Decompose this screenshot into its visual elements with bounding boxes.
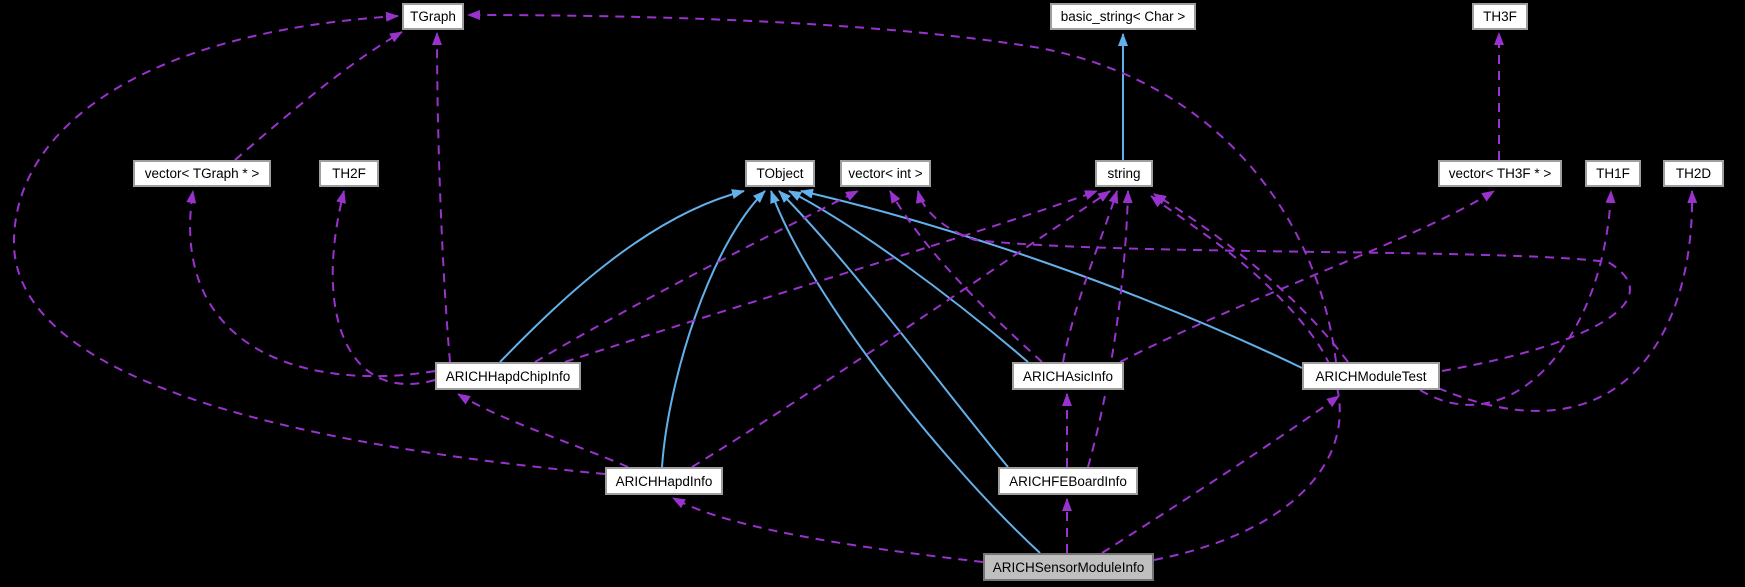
node-hapd[interactable]: ARICHHapdInfo <box>605 467 723 495</box>
node-vector_int[interactable]: vector< int > <box>840 160 931 187</box>
node-hapd_chip[interactable]: ARICHHapdChipInfo <box>435 362 581 390</box>
edge-hapd-hapd_chip <box>457 393 629 468</box>
edge-module_test-tgraph <box>467 10 1337 363</box>
edge-sensor-tobject <box>770 190 1041 554</box>
edge-feboard-tobject <box>778 190 1009 468</box>
edge-hapd-tobject <box>661 190 766 468</box>
edge-vector_tgraph-tgraph <box>234 31 403 161</box>
edge-asic-string <box>1062 190 1119 363</box>
edge-hapd_chip-string <box>564 190 1098 363</box>
edge-hapd_chip-th2f <box>331 190 436 386</box>
edge-module_test-tobject <box>800 188 1303 369</box>
node-asic[interactable]: ARICHAsicInfo <box>1012 362 1124 390</box>
edge-module_test-th2d <box>1437 190 1698 412</box>
edge-module_test-vector_int <box>915 190 1631 372</box>
edge-asic-vector_th3f <box>1119 190 1495 363</box>
edge-feboard-string <box>1087 190 1133 468</box>
node-string[interactable]: string <box>1095 160 1153 187</box>
edge-module_test-th1f <box>1419 190 1616 406</box>
edge-hapd-tgraph <box>12 11 606 475</box>
edge-hapd-string <box>691 190 1111 468</box>
node-feboard[interactable]: ARICHFEBoardInfo <box>998 467 1138 495</box>
edge-sensor-hapd <box>672 497 984 563</box>
node-th2f[interactable]: TH2F <box>319 160 379 187</box>
node-sensor: ARICHSensorModuleInfo <box>983 553 1154 581</box>
node-th2d[interactable]: TH2D <box>1663 160 1724 187</box>
node-vector_th3f[interactable]: vector< TH3F * > <box>1438 160 1562 187</box>
edge-hapd_chip-vector_int <box>534 190 859 363</box>
node-vector_tgraph[interactable]: vector< TGraph * > <box>133 160 271 187</box>
node-module_test[interactable]: ARICHModuleTest <box>1302 362 1440 390</box>
edge-hapd_chip-tgraph <box>432 32 451 363</box>
node-tgraph[interactable]: TGraph <box>402 3 464 30</box>
edge-sensor-module_test <box>1101 395 1340 554</box>
edge-hapd_chip-vector_tgraph <box>186 190 436 378</box>
node-basic_string[interactable]: basic_string< Char > <box>1050 3 1196 30</box>
edge-asic-tobject <box>788 190 1029 363</box>
edge-module_test-string <box>1153 193 1349 363</box>
node-th1f[interactable]: TH1F <box>1585 160 1641 187</box>
edge-asic-vector_int <box>889 190 1043 363</box>
node-th3f[interactable]: TH3F <box>1472 3 1528 30</box>
node-tobject[interactable]: TObject <box>745 160 815 187</box>
edge-hapd_chip-tobject <box>499 189 745 363</box>
